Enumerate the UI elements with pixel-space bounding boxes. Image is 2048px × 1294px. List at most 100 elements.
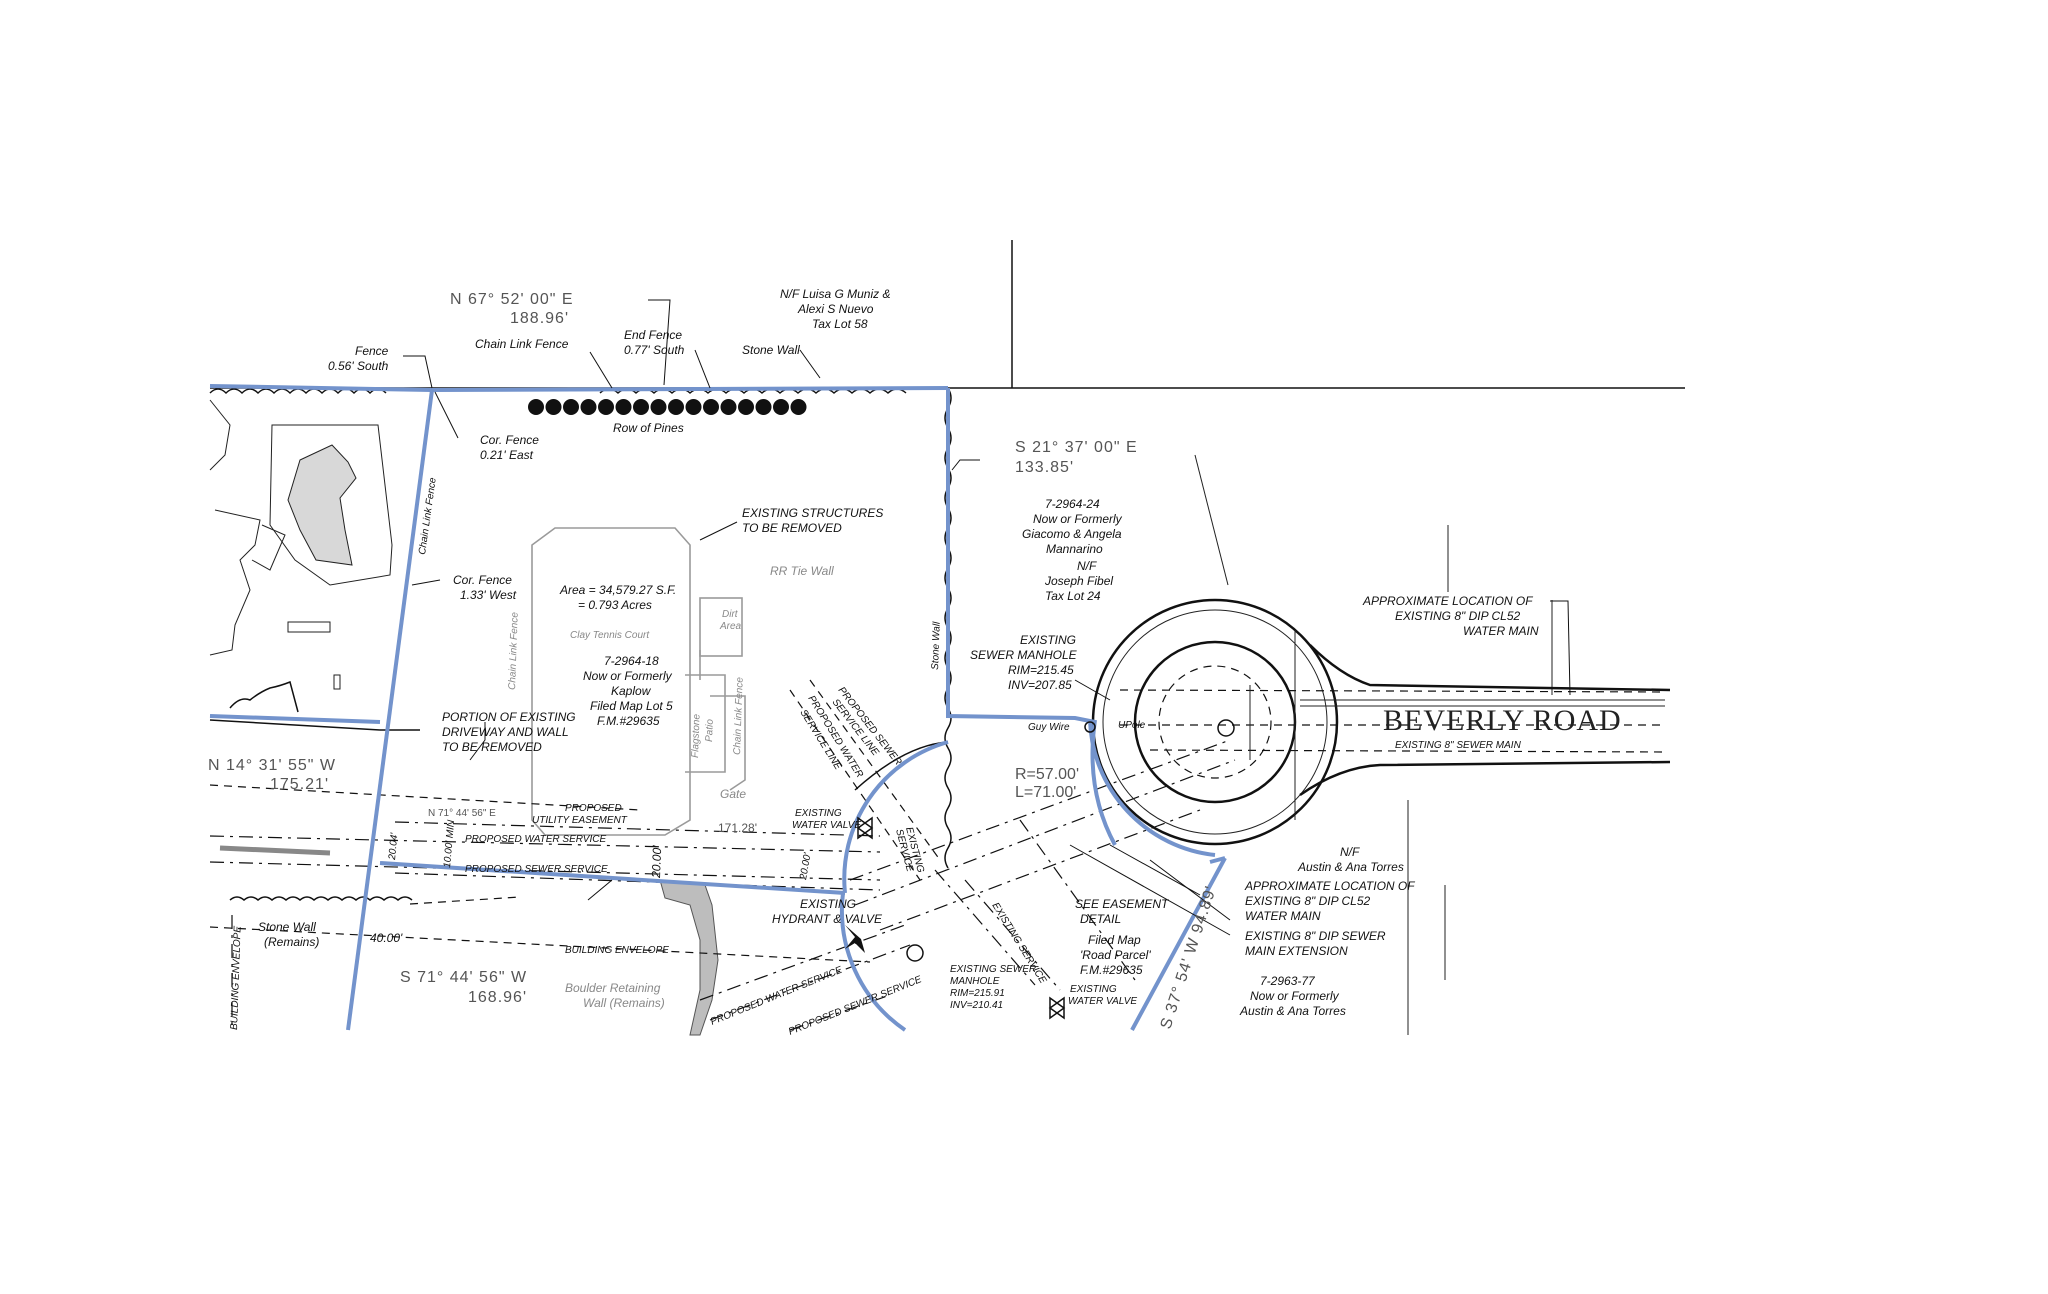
west-distance: 175.21'	[270, 776, 329, 793]
portion-driveway-3: TO BE REMOVED	[442, 740, 542, 754]
guy-wire-label: Guy Wire	[1028, 722, 1070, 733]
water-valve-marker-2	[1048, 996, 1066, 1020]
road-name: BEVERLY ROAD	[1383, 704, 1622, 737]
row-of-pines	[528, 399, 807, 415]
pine-tree-icon	[755, 399, 772, 415]
flagstone-patio-2: Patio	[704, 719, 716, 743]
chain-link-fence-label: Chain Link Fence	[475, 337, 569, 351]
chain-link-patio: Chain Link Fence	[732, 677, 746, 756]
pine-tree-icon	[598, 399, 614, 415]
existing-structures-1: EXISTING STRUCTURES	[742, 506, 883, 520]
south-neighbor-b-3: Austin & Ana Torres	[1239, 1004, 1346, 1018]
east-neighbor-2: Now or Formerly	[1033, 512, 1123, 526]
manhole-bottom-3: RIM=215.91	[950, 988, 1005, 999]
road-main: EXISTING 8" SEWER MAIN	[1395, 740, 1522, 751]
pine-tree-icon	[563, 399, 579, 415]
stone-wall-label: Stone Wall	[742, 343, 800, 357]
upole-marker	[1084, 721, 1096, 733]
filed-map-2: 'Road Parcel'	[1080, 948, 1151, 962]
lot-area-1: Area = 34,579.27 S.F.	[559, 583, 676, 597]
end-fence-offset: 0.77' South	[624, 343, 685, 357]
pine-tree-icon	[790, 399, 807, 415]
approx-water-bottom-1: APPROXIMATE LOCATION OF	[1244, 879, 1415, 893]
south-neighbor-a-2: Austin & Ana Torres	[1297, 860, 1404, 874]
east-neighbor-5: N/F	[1077, 559, 1097, 573]
lot-id-4: Filed Map Lot 5	[590, 699, 673, 713]
labels: N 67° 52' 00" E 188.96' N/F Luisa G Muni…	[208, 287, 1622, 1038]
sewer-extension-1: EXISTING 8" DIP SEWER	[1245, 929, 1386, 943]
chain-link-inner: Chain Link Fence	[507, 612, 521, 691]
north-neighbor-line-1: N/F Luisa G Muniz &	[780, 287, 890, 301]
east-neighbor-6: Joseph Fibel	[1044, 574, 1113, 588]
pine-tree-icon	[685, 399, 702, 415]
south-bearing: S 71° 44' 56" W	[400, 969, 527, 986]
existing-water-valve-2: WATER VALVE	[792, 820, 861, 831]
tennis-court-label: Clay Tennis Court	[570, 630, 650, 641]
manhole-bottom-4: INV=210.41	[950, 1000, 1003, 1011]
min-label: 10.00' MIN	[442, 819, 457, 869]
proposed-utility-1: PROPOSED	[565, 803, 622, 814]
approx-water-top-2: EXISTING 8" DIP CL52	[1395, 609, 1521, 623]
stone-wall-vertical: Stone Wall	[930, 621, 943, 670]
water-valve-marker-1	[856, 816, 874, 840]
see-easement-1: SEE EASEMENT	[1075, 897, 1170, 911]
curve-radius: R=57.00'	[1015, 766, 1079, 783]
boulder-wall-2: Wall (Remains)	[583, 996, 665, 1010]
manhole-top-3: RIM=215.45	[1008, 663, 1074, 677]
approx-water-top-3: WATER MAIN	[1463, 624, 1539, 638]
north-neighbor-line-2: Alexi S Nuevo	[797, 302, 874, 316]
pine-tree-icon	[615, 399, 632, 415]
west-bearing: N 14° 31' 55" W	[208, 757, 336, 774]
east-distance: 133.85'	[1015, 459, 1074, 476]
east-bearing: S 21° 37' 00" E	[1015, 439, 1138, 456]
manhole-top-4: INV=207.85	[1008, 678, 1072, 692]
east-neighbor-4: Mannarino	[1046, 542, 1103, 556]
fence-offset: 0.56' South	[328, 359, 389, 373]
proposed-water-service-label: PROPOSED WATER SERVICE	[465, 834, 606, 845]
leader-lines	[403, 299, 1571, 936]
hydrant-marker	[845, 925, 865, 953]
boulder-wall-1: Boulder Retaining	[565, 981, 661, 995]
north-bearing: N 67° 52' 00" E	[450, 291, 574, 308]
dirt-area-1: Dirt	[722, 609, 739, 620]
manhole-top-2: SEWER MANHOLE	[970, 648, 1078, 662]
filed-map-3: F.M.#29635	[1080, 963, 1143, 977]
pine-tree-icon	[738, 399, 754, 415]
width-left: 20.04'	[387, 831, 400, 861]
rr-tie-wall-label: RR Tie Wall	[770, 564, 834, 578]
water-valve-bottom-1: EXISTING	[1070, 984, 1117, 995]
dirt-area-2: Area	[719, 621, 742, 632]
east-neighbor-7: Tax Lot 24	[1045, 589, 1101, 603]
building-envelope-vertical: BUILDING ENVELOPE	[229, 926, 244, 1031]
pine-tree-icon	[703, 399, 719, 415]
lot-id-3: Kaplow	[611, 684, 652, 698]
east-neighbor-3: Giacomo & Angela	[1022, 527, 1122, 541]
east-neighbor-1: 7-2964-24	[1045, 497, 1100, 511]
see-easement-2: DETAIL	[1080, 912, 1121, 926]
width-label: 20.00'	[649, 845, 664, 879]
pine-tree-icon	[633, 399, 649, 415]
sewer-extension-2: MAIN EXTENSION	[1245, 944, 1348, 958]
markers	[845, 719, 1235, 1020]
manhole-bottom-1: EXISTING SEWER	[950, 964, 1036, 975]
existing-hydrant-2: HYDRANT & VALVE	[772, 912, 883, 926]
portion-driveway-1: PORTION OF EXISTING	[442, 710, 576, 724]
south-distance: 168.96'	[468, 989, 527, 1006]
south-neighbor-b-2: Now or Formerly	[1250, 989, 1340, 1003]
cor-fence-east-label: Cor. Fence	[480, 433, 539, 447]
existing-hydrant-1: EXISTING	[800, 897, 856, 911]
filed-map-1: Filed Map	[1088, 933, 1141, 947]
south-neighbor-b-1: 7-2963-77	[1260, 974, 1316, 988]
south-neighbor-a-1: N/F	[1340, 845, 1360, 859]
pine-tree-icon	[545, 399, 562, 415]
pine-tree-icon	[580, 399, 597, 415]
tennis-court	[531, 527, 691, 836]
inner-distance: 171.28'	[718, 821, 757, 835]
property-boundary	[209, 384, 1227, 1032]
lot-id-1: 7-2964-18	[604, 654, 659, 668]
cor-fence-east-offset: 0.21' East	[480, 448, 534, 462]
pine-tree-icon	[528, 399, 544, 415]
pine-tree-icon	[773, 399, 789, 415]
fence-label: Fence	[355, 344, 389, 358]
